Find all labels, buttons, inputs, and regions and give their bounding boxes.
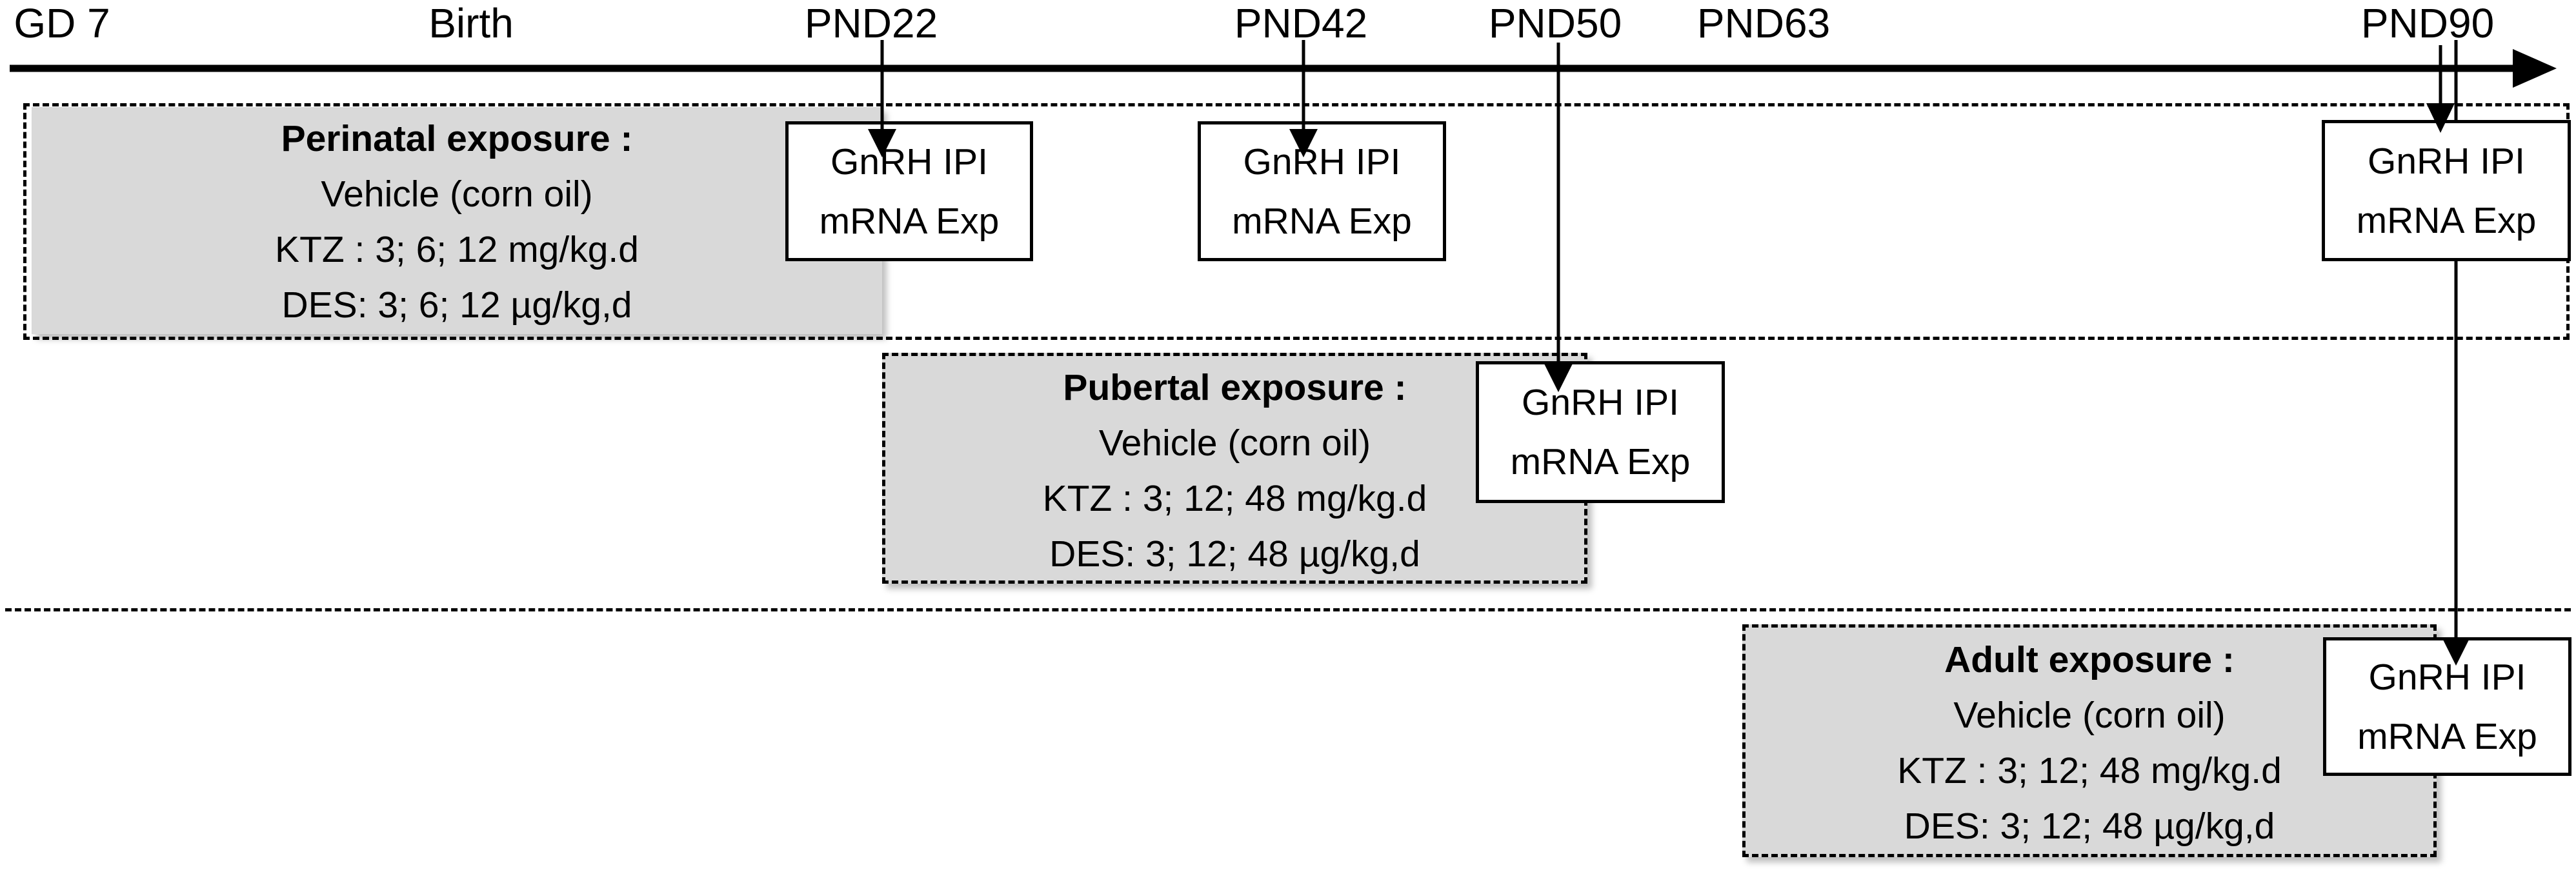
timeline-label-pnd50: PND50	[1488, 0, 1622, 46]
adult-line-ktz: KTZ : 3; 12; 48 mg/kg.d	[1897, 750, 2282, 791]
timeline-label-pnd22: PND22	[804, 0, 938, 46]
pubertal-exposure-text: Pubertal exposure : Vehicle (corn oil) K…	[882, 360, 1587, 582]
adult-exposure-panel	[1742, 624, 2437, 857]
measurement-box-line1: GnRH IPI	[2368, 656, 2526, 698]
measurement-box-line2: mRNA Exp	[2356, 199, 2537, 241]
adult-line-des: DES: 3; 12; 48 µg/kg,d	[1904, 806, 2275, 847]
measurement-box-line2: mRNA Exp	[2357, 715, 2537, 757]
measurement-box-pnd90-row1: GnRH IPI mRNA Exp	[2322, 120, 2571, 261]
timeline-label-pnd42: PND42	[1234, 0, 1368, 46]
adult-title: Adult exposure :	[1944, 639, 2235, 680]
measurement-box-pnd42: GnRH IPI mRNA Exp	[1198, 121, 1446, 261]
perinatal-line-des: DES: 3; 6; 12 µg/kg,d	[281, 284, 632, 326]
timeline-label-pnd90: PND90	[2360, 0, 2495, 46]
timeline-label-birth: Birth	[428, 0, 514, 46]
perinatal-line-ktz: KTZ : 3; 6; 12 mg/kg.d	[275, 229, 639, 270]
pubertal-line-ktz: KTZ : 3; 12; 48 mg/kg.d	[1042, 478, 1427, 519]
perinatal-exposure-panel	[32, 107, 882, 334]
measurement-box-line1: GnRH IPI	[830, 141, 988, 183]
perinatal-exposure-text: Perinatal exposure : Vehicle (corn oil) …	[32, 111, 882, 333]
measurement-box-pnd90-adult: GnRH IPI mRNA Exp	[2323, 637, 2571, 776]
measurement-box-line1: GnRH IPI	[1243, 141, 1401, 183]
pubertal-exposure-panel	[882, 353, 1587, 584]
measurement-box-line2: mRNA Exp	[819, 200, 1000, 242]
timeline-label-pnd63: PND63	[1696, 0, 1831, 46]
measurement-box-line1: GnRH IPI	[2368, 140, 2525, 182]
measurement-box-line1: GnRH IPI	[1522, 382, 1679, 423]
timeline-arrow	[10, 49, 2557, 88]
pubertal-line-vehicle: Vehicle (corn oil)	[1098, 422, 1371, 464]
perinatal-title: Perinatal exposure :	[281, 118, 633, 159]
timeline-label-gd7: GD 7	[14, 0, 110, 46]
measurement-box-pnd22: GnRH IPI mRNA Exp	[785, 121, 1033, 261]
pubertal-title: Pubertal exposure :	[1063, 367, 1407, 408]
adult-line-vehicle: Vehicle (corn oil)	[1953, 695, 2226, 736]
section-divider-dashed-line	[5, 608, 2571, 611]
pubertal-line-des: DES: 3; 12; 48 µg/kg,d	[1049, 533, 1420, 575]
measurement-box-line2: mRNA Exp	[1510, 441, 1691, 482]
perinatal-line-vehicle: Vehicle (corn oil)	[321, 173, 593, 215]
measurement-box-line2: mRNA Exp	[1232, 200, 1412, 242]
measurement-box-pnd50: GnRH IPI mRNA Exp	[1476, 361, 1725, 503]
adult-exposure-text: Adult exposure : Vehicle (corn oil) KTZ …	[1742, 632, 2437, 854]
